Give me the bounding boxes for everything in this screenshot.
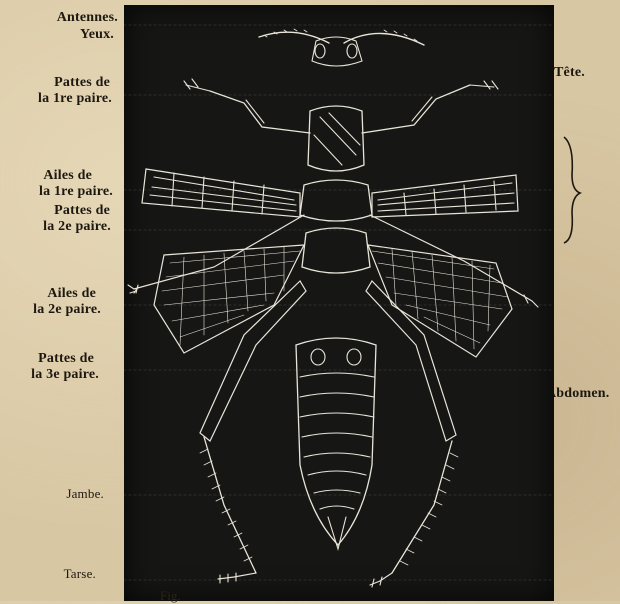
label-jambe: Jambe.	[66, 486, 104, 501]
front-leg-right	[362, 85, 470, 133]
abdomen	[296, 338, 376, 545]
label-antennes: Antennes.	[57, 10, 118, 25]
head	[312, 37, 362, 66]
forewing-left	[142, 169, 300, 217]
pronotum	[308, 106, 364, 171]
label-ailes-2-line1: Ailes de	[47, 286, 96, 301]
label-pattes-3-line2: la 3e paire.	[31, 367, 99, 382]
label-tarse: Tarse.	[64, 566, 96, 581]
front-leg-left	[210, 91, 310, 133]
antenna-right	[344, 33, 424, 45]
label-pattes-1-line2: la 1re paire.	[38, 91, 112, 106]
mesothorax	[300, 180, 372, 221]
forewing-right	[372, 175, 518, 217]
middle-leg-right	[370, 215, 532, 301]
label-yeux: Yeux.	[80, 27, 114, 42]
figure-caption: Fig.	[160, 588, 181, 604]
label-pattes-2-line2: la 2e paire.	[43, 219, 111, 234]
hindwing-right	[368, 245, 512, 357]
label-pattes-2-line1: Pattes de	[54, 203, 110, 218]
label-abdomen: Abdomen.	[546, 386, 609, 401]
insect-plate	[124, 5, 554, 601]
label-ailes-2-line2: la 2e paire.	[33, 302, 101, 317]
hind-leg-right-tibia	[392, 441, 452, 573]
label-pattes-1-line1: Pattes de	[54, 75, 110, 90]
label-ailes-1-line1: Ailes de	[43, 168, 92, 183]
label-ailes-1-line2: la 1re paire.	[39, 184, 113, 199]
grasshopper-engraving	[124, 5, 554, 601]
label-pattes-3-line1: Pattes de	[38, 351, 94, 366]
label-tete: Tête.	[554, 65, 585, 80]
hind-leg-left-tibia	[204, 437, 256, 573]
metathorax	[302, 228, 370, 273]
hind-leg-left-tarsus	[218, 573, 256, 579]
antenna-left	[259, 32, 329, 43]
thorax-bracket	[560, 135, 590, 245]
